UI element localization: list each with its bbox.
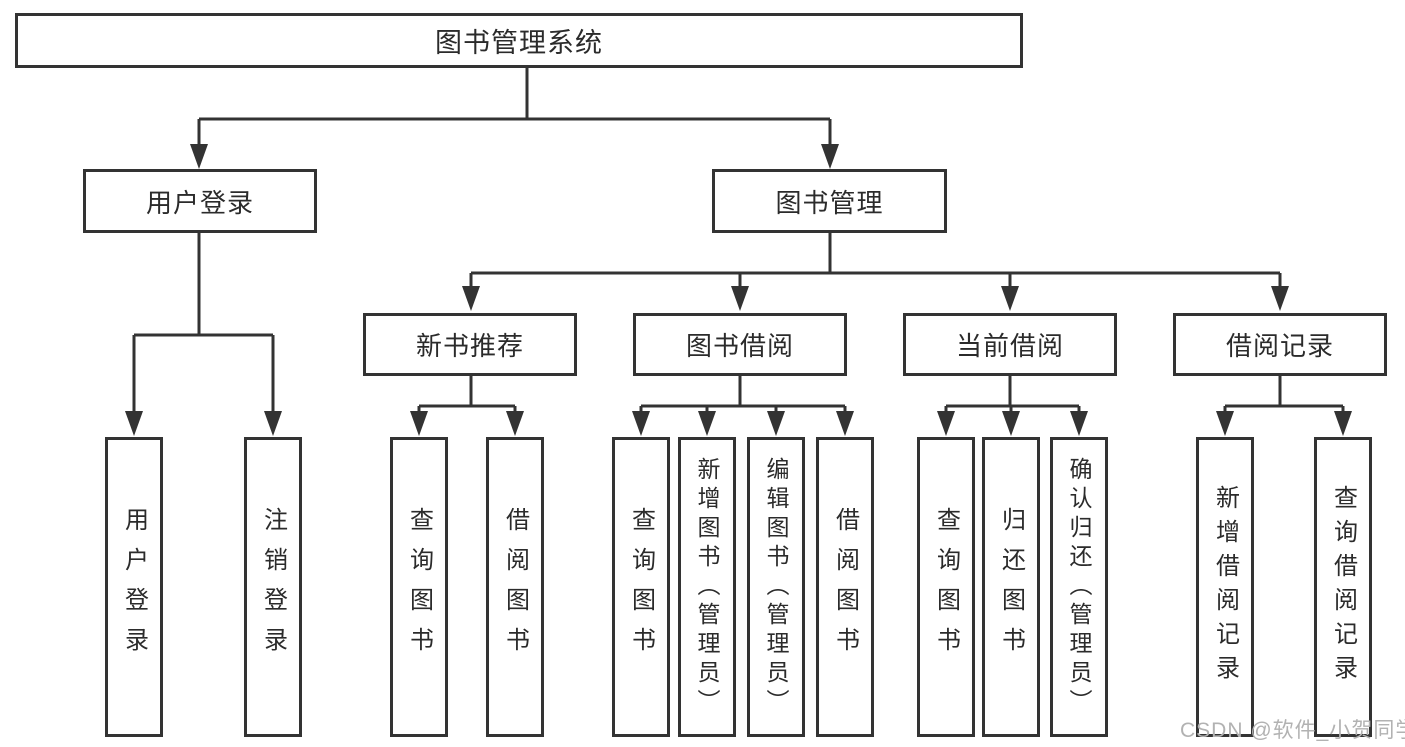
leaf-user-login: 用户登录: [105, 437, 163, 737]
leaf-borrow-books-recommendation: 借阅图书: [486, 437, 544, 737]
arrowhead-icon: [410, 411, 428, 436]
leaf-return-books-label: 归还图书: [997, 507, 1025, 667]
node-borrowing-records: 借阅记录: [1173, 313, 1387, 376]
arrowhead-icon: [1334, 411, 1352, 436]
leaf-query-books-borrowing-label: 查询图书: [627, 507, 655, 667]
node-user-login-label: 用户登录: [145, 187, 254, 218]
node-current-borrowing-label: 当前借阅: [955, 331, 1064, 361]
root-node: 图书管理系统: [15, 13, 1023, 68]
leaf-borrow-books-recommendation-label: 借阅图书: [501, 507, 529, 667]
leaf-add-borrow-record: 新增借阅记录: [1196, 437, 1254, 737]
leaf-query-borrow-record-label: 查询借阅记录: [1329, 485, 1357, 689]
leaf-query-books-current-label: 查询图书: [932, 507, 960, 667]
leaf-query-borrow-record: 查询借阅记录: [1314, 437, 1372, 737]
root-node-label: 图书管理系统: [435, 28, 603, 58]
leaf-query-books-borrowing: 查询图书: [612, 437, 670, 737]
watermark: CSDN @软件_小贺同学: [1180, 719, 1405, 742]
node-current-borrowing: 当前借阅: [903, 313, 1117, 376]
leaf-logout-login: 注销登录: [244, 437, 302, 737]
node-book-borrowing-label: 图书借阅: [685, 331, 794, 361]
node-book-borrowing: 图书借阅: [633, 313, 847, 376]
node-borrowing-records-label: 借阅记录: [1225, 331, 1334, 361]
leaf-add-books-admin: 新增图书（管理员）: [678, 437, 736, 737]
arrowhead-icon: [1070, 411, 1088, 436]
arrowhead-icon: [264, 411, 282, 436]
arrowhead-icon: [937, 411, 955, 436]
arrowhead-icon: [1001, 286, 1019, 311]
arrowhead-icon: [506, 411, 524, 436]
arrowhead-icon: [1216, 411, 1234, 436]
arrowhead-icon: [821, 144, 839, 169]
leaf-add-books-admin-label: 新增图书（管理员）: [694, 456, 720, 718]
leaf-borrow-books-borrowing-label: 借阅图书: [831, 507, 859, 667]
node-new-book-recommendation-label: 新书推荐: [415, 331, 524, 361]
arrowhead-icon: [462, 286, 480, 311]
leaf-user-login-label: 用户登录: [120, 507, 148, 667]
leaf-confirm-return-admin-label: 确认归还（管理员）: [1066, 456, 1092, 718]
leaf-confirm-return-admin: 确认归还（管理员）: [1050, 437, 1108, 737]
leaf-borrow-books-borrowing: 借阅图书: [816, 437, 874, 737]
node-new-book-recommendation: 新书推荐: [363, 313, 577, 376]
leaf-add-borrow-record-label: 新增借阅记录: [1211, 485, 1239, 689]
leaf-query-books-recommendation-label: 查询图书: [405, 507, 433, 667]
arrowhead-icon: [190, 144, 208, 169]
node-book-management-label: 图书管理: [775, 187, 884, 218]
arrowhead-icon: [698, 411, 716, 436]
arrowhead-icon: [1002, 411, 1020, 436]
node-book-management: 图书管理: [712, 169, 947, 233]
leaf-query-books-current: 查询图书: [917, 437, 975, 737]
arrowhead-icon: [1271, 286, 1289, 311]
leaf-query-books-recommendation: 查询图书: [390, 437, 448, 737]
arrowhead-icon: [836, 411, 854, 436]
leaf-edit-books-admin-label: 编辑图书（管理员）: [763, 456, 789, 718]
node-user-login: 用户登录: [83, 169, 317, 233]
arrowhead-icon: [125, 411, 143, 436]
leaf-return-books: 归还图书: [982, 437, 1040, 737]
tree-edges: [132, 68, 1345, 414]
arrowhead-icon: [731, 286, 749, 311]
arrowhead-icon: [767, 411, 785, 436]
leaf-edit-books-admin: 编辑图书（管理员）: [747, 437, 805, 737]
arrowhead-icon: [632, 411, 650, 436]
leaf-logout-login-label: 注销登录: [259, 507, 287, 667]
arrowheads: [125, 144, 1352, 436]
